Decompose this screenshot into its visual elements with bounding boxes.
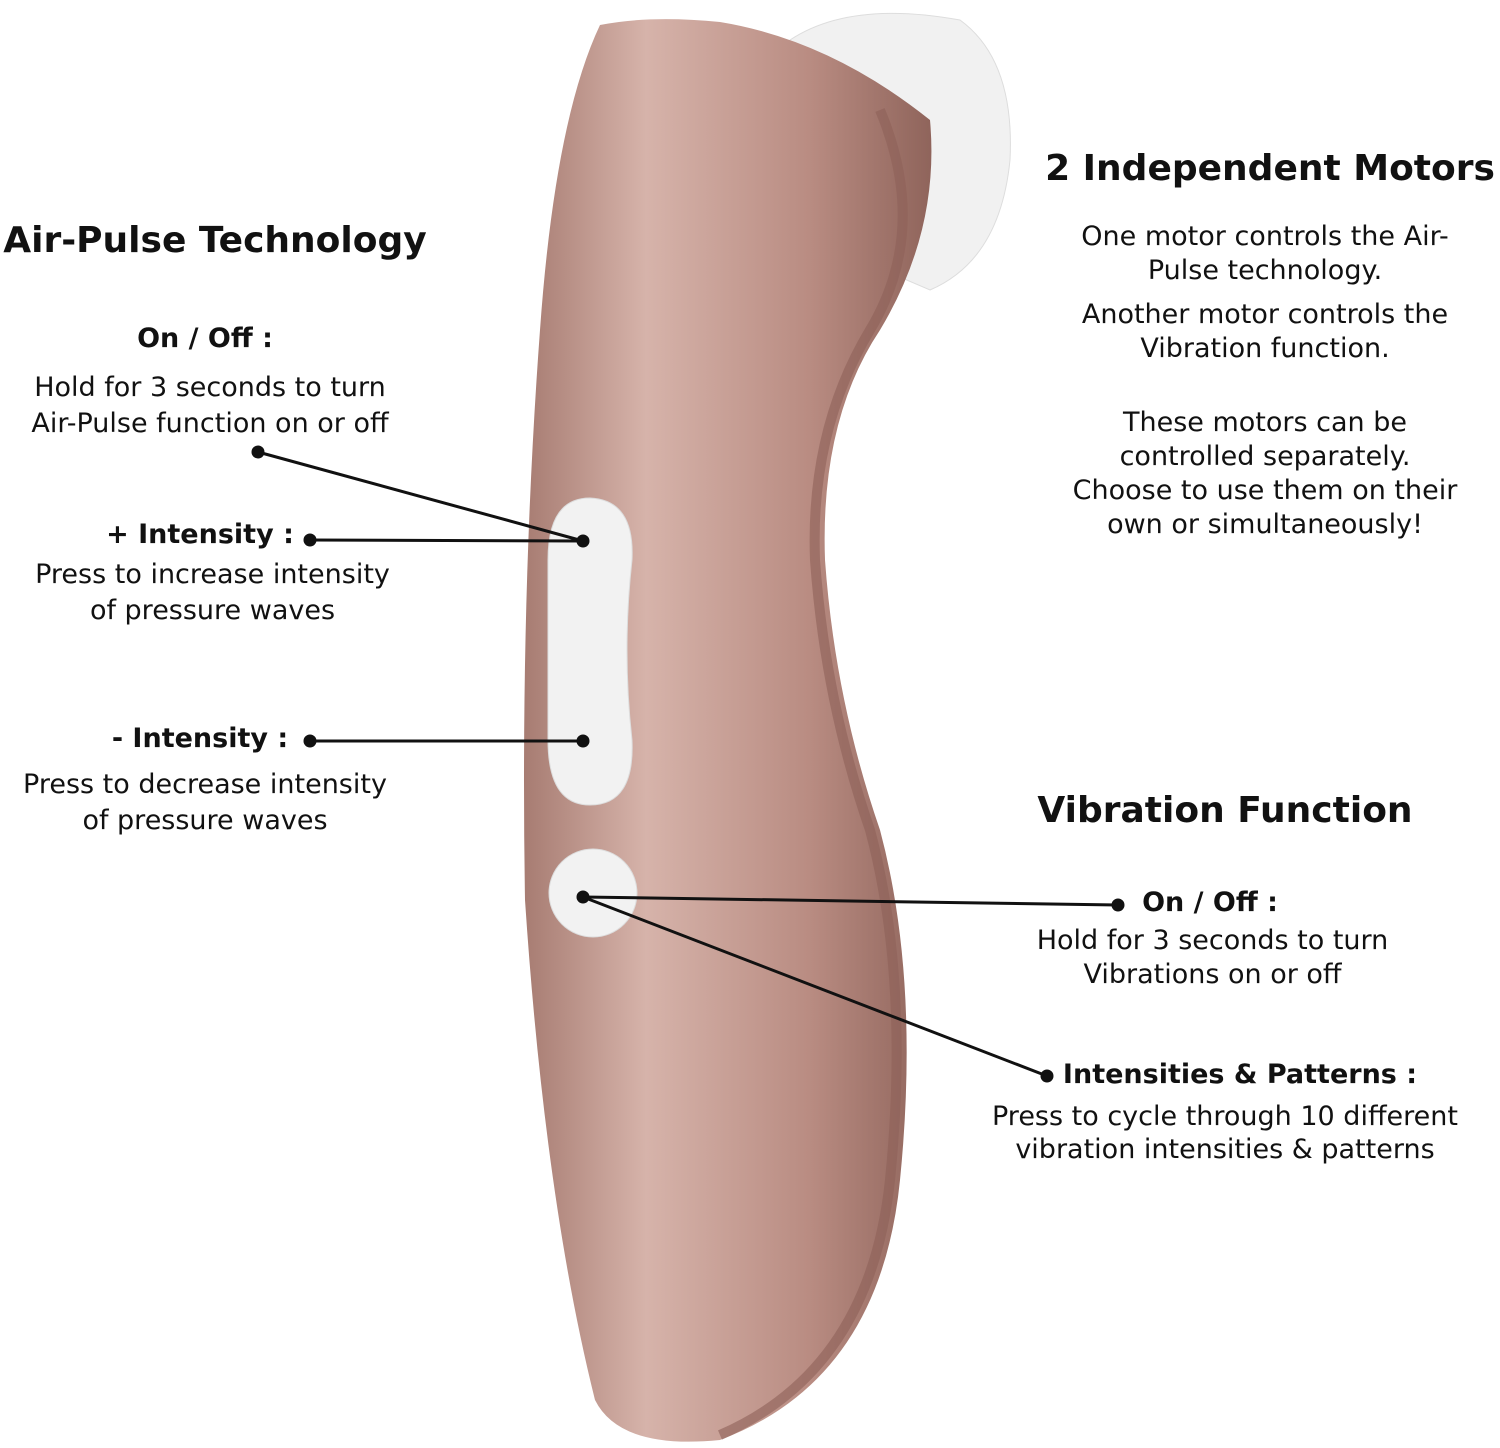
- desc-line: of pressure waves: [82, 805, 328, 836]
- desc-line: Air-Pulse function on or off: [31, 408, 389, 439]
- device-body: [524, 19, 932, 1442]
- airpulse-button-panel[interactable]: [547, 497, 633, 806]
- vibration-title: Vibration Function: [1037, 790, 1413, 831]
- patterns-label: Intensities & Patterns :: [1062, 1059, 1418, 1090]
- plus-intensity-desc: Press to increase intensity of pressure …: [0, 557, 425, 629]
- vibration-onoff-label: On / Off :: [1142, 887, 1278, 918]
- plus-intensity-label: + Intensity :: [106, 519, 294, 550]
- desc-line: Hold for 3 seconds to turn: [1036, 925, 1389, 956]
- vibration-onoff-desc: Hold for 3 seconds to turn Vibrations on…: [1000, 924, 1425, 992]
- motors-desc: One motor controls the Air- Pulse techno…: [1040, 220, 1490, 542]
- desc-line: Vibrations on or off: [1083, 959, 1342, 990]
- airpulse-onoff-label: On / Off :: [137, 323, 273, 354]
- minus-intensity-desc: Press to decrease intensity of pressure …: [0, 767, 410, 839]
- desc-line: Vibration function.: [1140, 333, 1390, 364]
- desc-line: of pressure waves: [89, 595, 336, 626]
- desc-line: Pulse technology.: [1147, 255, 1383, 286]
- desc-line: Press to increase intensity: [35, 559, 390, 590]
- minus-intensity-label: - Intensity :: [111, 723, 289, 754]
- desc-line: One motor controls the Air-: [1081, 221, 1449, 252]
- desc-line: own or simultaneously!: [1107, 509, 1423, 540]
- desc-line: vibration intensities & patterns: [1015, 1134, 1435, 1165]
- desc-line: These motors can be: [1123, 407, 1407, 438]
- desc-line: Another motor controls the: [1081, 299, 1449, 330]
- callout-lines: [251, 445, 1125, 1083]
- motors-title: 2 Independent Motors: [1045, 148, 1495, 189]
- vibration-button[interactable]: [548, 848, 638, 938]
- device-edge: [718, 108, 908, 1440]
- airpulse-onoff-desc: Hold for 3 seconds to turn Air-Pulse fun…: [0, 370, 420, 442]
- airpulse-title: Air-Pulse Technology: [3, 220, 427, 261]
- desc-line: Hold for 3 seconds to turn: [34, 372, 386, 403]
- patterns-desc: Press to cycle through 10 different vibr…: [975, 1100, 1475, 1166]
- desc-line: Press to cycle through 10 different: [992, 1101, 1458, 1132]
- desc-line: Choose to use them on their: [1072, 475, 1458, 506]
- desc-line: controlled separately.: [1119, 441, 1411, 472]
- desc-line: Press to decrease intensity: [23, 769, 387, 800]
